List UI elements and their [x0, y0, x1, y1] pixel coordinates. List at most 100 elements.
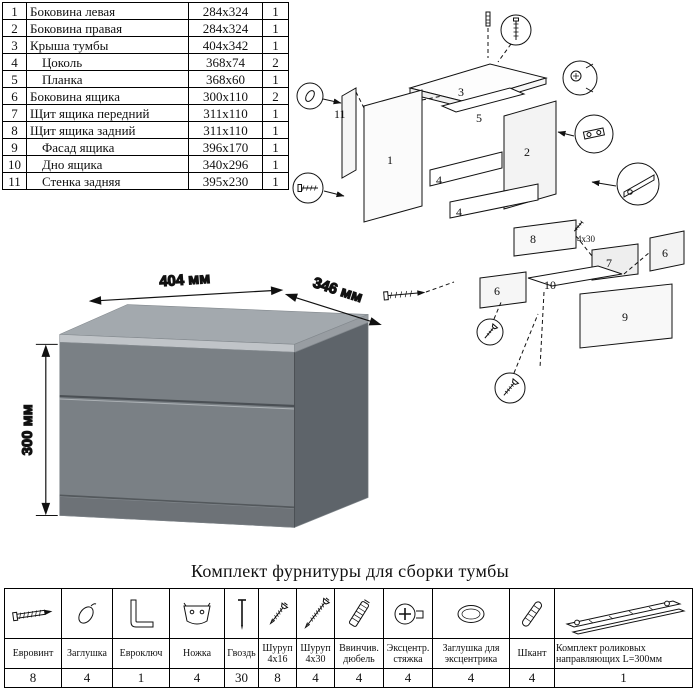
part-size: 284x324: [188, 19, 263, 37]
hardware-icon-cell: [4, 588, 62, 639]
part-number: 6: [2, 87, 27, 105]
hardware-label: Евровинт: [4, 638, 62, 669]
hardware-qty: 4: [509, 668, 555, 688]
drawer-gap-highlight: [59, 398, 295, 410]
confirmat-screw-icon: [12, 609, 53, 621]
part-qty: 1: [262, 36, 289, 54]
part-label: 8: [530, 232, 536, 246]
part-name: Стенка задняя: [26, 172, 189, 190]
hardware-qty: 4: [334, 668, 384, 688]
hardware-label: Заглушка: [61, 638, 113, 669]
hardware-qty: 8: [4, 668, 62, 688]
hardware-icon-cell: [554, 588, 693, 639]
table-row: 5 Планка 368x60 1: [2, 70, 289, 88]
screw-in-dowel-icon: [348, 598, 370, 627]
part-number: 3: [2, 36, 27, 54]
part-name: Щит ящика передний: [26, 104, 189, 122]
height-dimension-label: 300 мм: [19, 404, 36, 455]
part-number: 11: [2, 172, 27, 190]
hardware-qty: 4: [169, 668, 225, 688]
depth-dimension-label: 346 мм: [311, 274, 365, 306]
width-dimension-label: 404 мм: [159, 270, 211, 291]
hardware-label: Комплект роликовых направляющих L=300мм: [554, 638, 693, 669]
table-row: 1 Боковина левая 284x324 1: [2, 2, 289, 20]
part-name: Фасад ящика: [26, 138, 189, 156]
hardware-kit-title: Комплект фурнитуры для сборки тумбы: [190, 561, 510, 581]
table-row: 10 Дно ящика 340x296 1: [2, 155, 289, 173]
part-label: 4: [436, 173, 442, 187]
part-label: 2: [524, 145, 530, 159]
hardware-label: Эксцентр. стяжка: [383, 638, 433, 669]
part-label: 9: [622, 310, 628, 324]
part-label: 3: [458, 85, 464, 99]
nail-icon: [237, 598, 246, 630]
part-number: 4: [2, 53, 27, 71]
table-row: 2 Боковина правая 284x324 1: [2, 19, 289, 37]
plinth-line: [59, 494, 295, 509]
part-name: Планка: [26, 70, 189, 88]
part-number: 2: [2, 19, 27, 37]
hardware-icon-cell: [224, 588, 259, 639]
table-row: 11 Стенка задняя 395x230 1: [2, 172, 289, 190]
hardware-icon-cell: [509, 588, 555, 639]
part-name: Боковина левая: [26, 2, 189, 20]
hex-key-icon: [130, 599, 154, 627]
cabinet-plinth: [59, 496, 295, 528]
cabinet-drawing: [59, 304, 369, 528]
hardware-icon-cell: [169, 588, 225, 639]
part-label: 4: [456, 205, 462, 219]
part-number: 1: [2, 2, 27, 20]
part-qty: 2: [262, 53, 289, 71]
part-qty: 1: [262, 138, 289, 156]
table-row: 6 Боковина ящика 300x110 2: [2, 87, 289, 105]
table-row: 9 Фасад ящика 396x170 1: [2, 138, 289, 156]
part-size: 340x296: [188, 155, 263, 173]
part-qty: 1: [262, 70, 289, 88]
part-label: 7: [606, 256, 612, 270]
hardware-qty: 4: [383, 668, 433, 688]
part-number: 10: [2, 155, 27, 173]
part-qty: 1: [262, 104, 289, 122]
part-qty: 1: [262, 2, 289, 20]
part-name: Боковина ящика: [26, 87, 189, 105]
hardware-label: Шкант: [509, 638, 555, 669]
diagram-part-labels: 3 11 1 5 2 4 4 8 7 6 6 10 9 4x30: [334, 85, 668, 324]
table-row: 3 Крыша тумбы 404x342 1: [2, 36, 289, 54]
hardware-table: Евровинт Заглушка Евроключ Ножка Гвоздь …: [4, 588, 693, 688]
part-number: 7: [2, 104, 27, 122]
table-row: 8 Щит ящика задний 311x110 1: [2, 121, 289, 139]
wooden-dowel-icon: [521, 600, 543, 627]
part-size: 284x324: [188, 2, 263, 20]
part-label: 1: [387, 153, 393, 167]
furniture-leg-icon: [183, 602, 211, 624]
part-qty: 1: [262, 155, 289, 173]
part-size: 368x74: [188, 53, 263, 71]
part-name: Боковина правая: [26, 19, 189, 37]
screw-4x30-icon: [303, 597, 330, 629]
hardware-label: Ножка: [169, 638, 225, 669]
exploded-assembly-diagram: 3 11 1 5 2 4 4 8 7 6 6 10 9 4x30: [292, 11, 685, 404]
hardware-icon-cell: [334, 588, 384, 639]
part-qty: 2: [262, 87, 289, 105]
cam-lock-icon: [394, 603, 424, 624]
part-size: 396x170: [188, 138, 263, 156]
part-size: 368x60: [188, 70, 263, 88]
part-label: 6: [662, 246, 668, 260]
drawer-slides-icon: [564, 599, 686, 635]
diagram-linework: [292, 11, 685, 404]
hardware-qty: 4: [296, 668, 335, 688]
screw-size-note: 4x30: [577, 234, 596, 244]
part-name: Цоколь: [26, 53, 189, 71]
hardware-qty: 1: [112, 668, 170, 688]
part-size: 300x110: [188, 87, 263, 105]
part-size: 311x110: [188, 121, 263, 139]
table-row: 7 Щит ящика передний 311x110 1: [2, 104, 289, 122]
part-qty: 1: [262, 19, 289, 37]
hardware-label: Шуруп 4x30: [296, 638, 335, 669]
hardware-labels-row: Евровинт Заглушка Евроключ Ножка Гвоздь …: [4, 638, 693, 669]
hardware-icon-cell: [258, 588, 297, 639]
part-qty: 1: [262, 121, 289, 139]
part-label: 11: [334, 107, 346, 121]
hardware-qty: 4: [432, 668, 510, 688]
cabinet-side-face: [294, 321, 369, 528]
